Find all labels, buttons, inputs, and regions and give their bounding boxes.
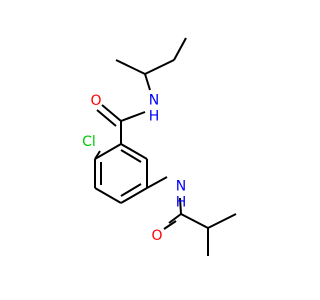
bond-c-o — [168, 213, 182, 224]
atom-o-amide: O — [90, 93, 101, 109]
atom-cl: Cl — [82, 134, 96, 150]
bond-ring — [94, 187, 122, 204]
bond-ring — [120, 143, 148, 160]
bond-layer — [94, 37, 237, 256]
bond-c-o-double — [163, 220, 177, 230]
bond-ring-inner — [120, 149, 142, 163]
bond-ring-inner — [120, 183, 142, 197]
bond-c-n — [120, 111, 146, 122]
bond-ring — [94, 143, 122, 160]
bond-c-o-double — [96, 109, 117, 127]
bond-c-o — [101, 104, 122, 122]
bond-c-n — [144, 73, 151, 91]
bond-c-c — [207, 213, 237, 229]
bond-ring — [120, 187, 148, 204]
bond-c-n — [146, 176, 168, 189]
bond-c-n — [179, 197, 182, 215]
bond-c-c — [173, 37, 187, 61]
bond-c-c — [180, 213, 209, 229]
bond-c-c — [144, 59, 175, 75]
bond-c-c — [115, 59, 146, 75]
bond-c-cl — [94, 150, 101, 160]
atom-o-isobutyryl: O — [151, 228, 162, 244]
